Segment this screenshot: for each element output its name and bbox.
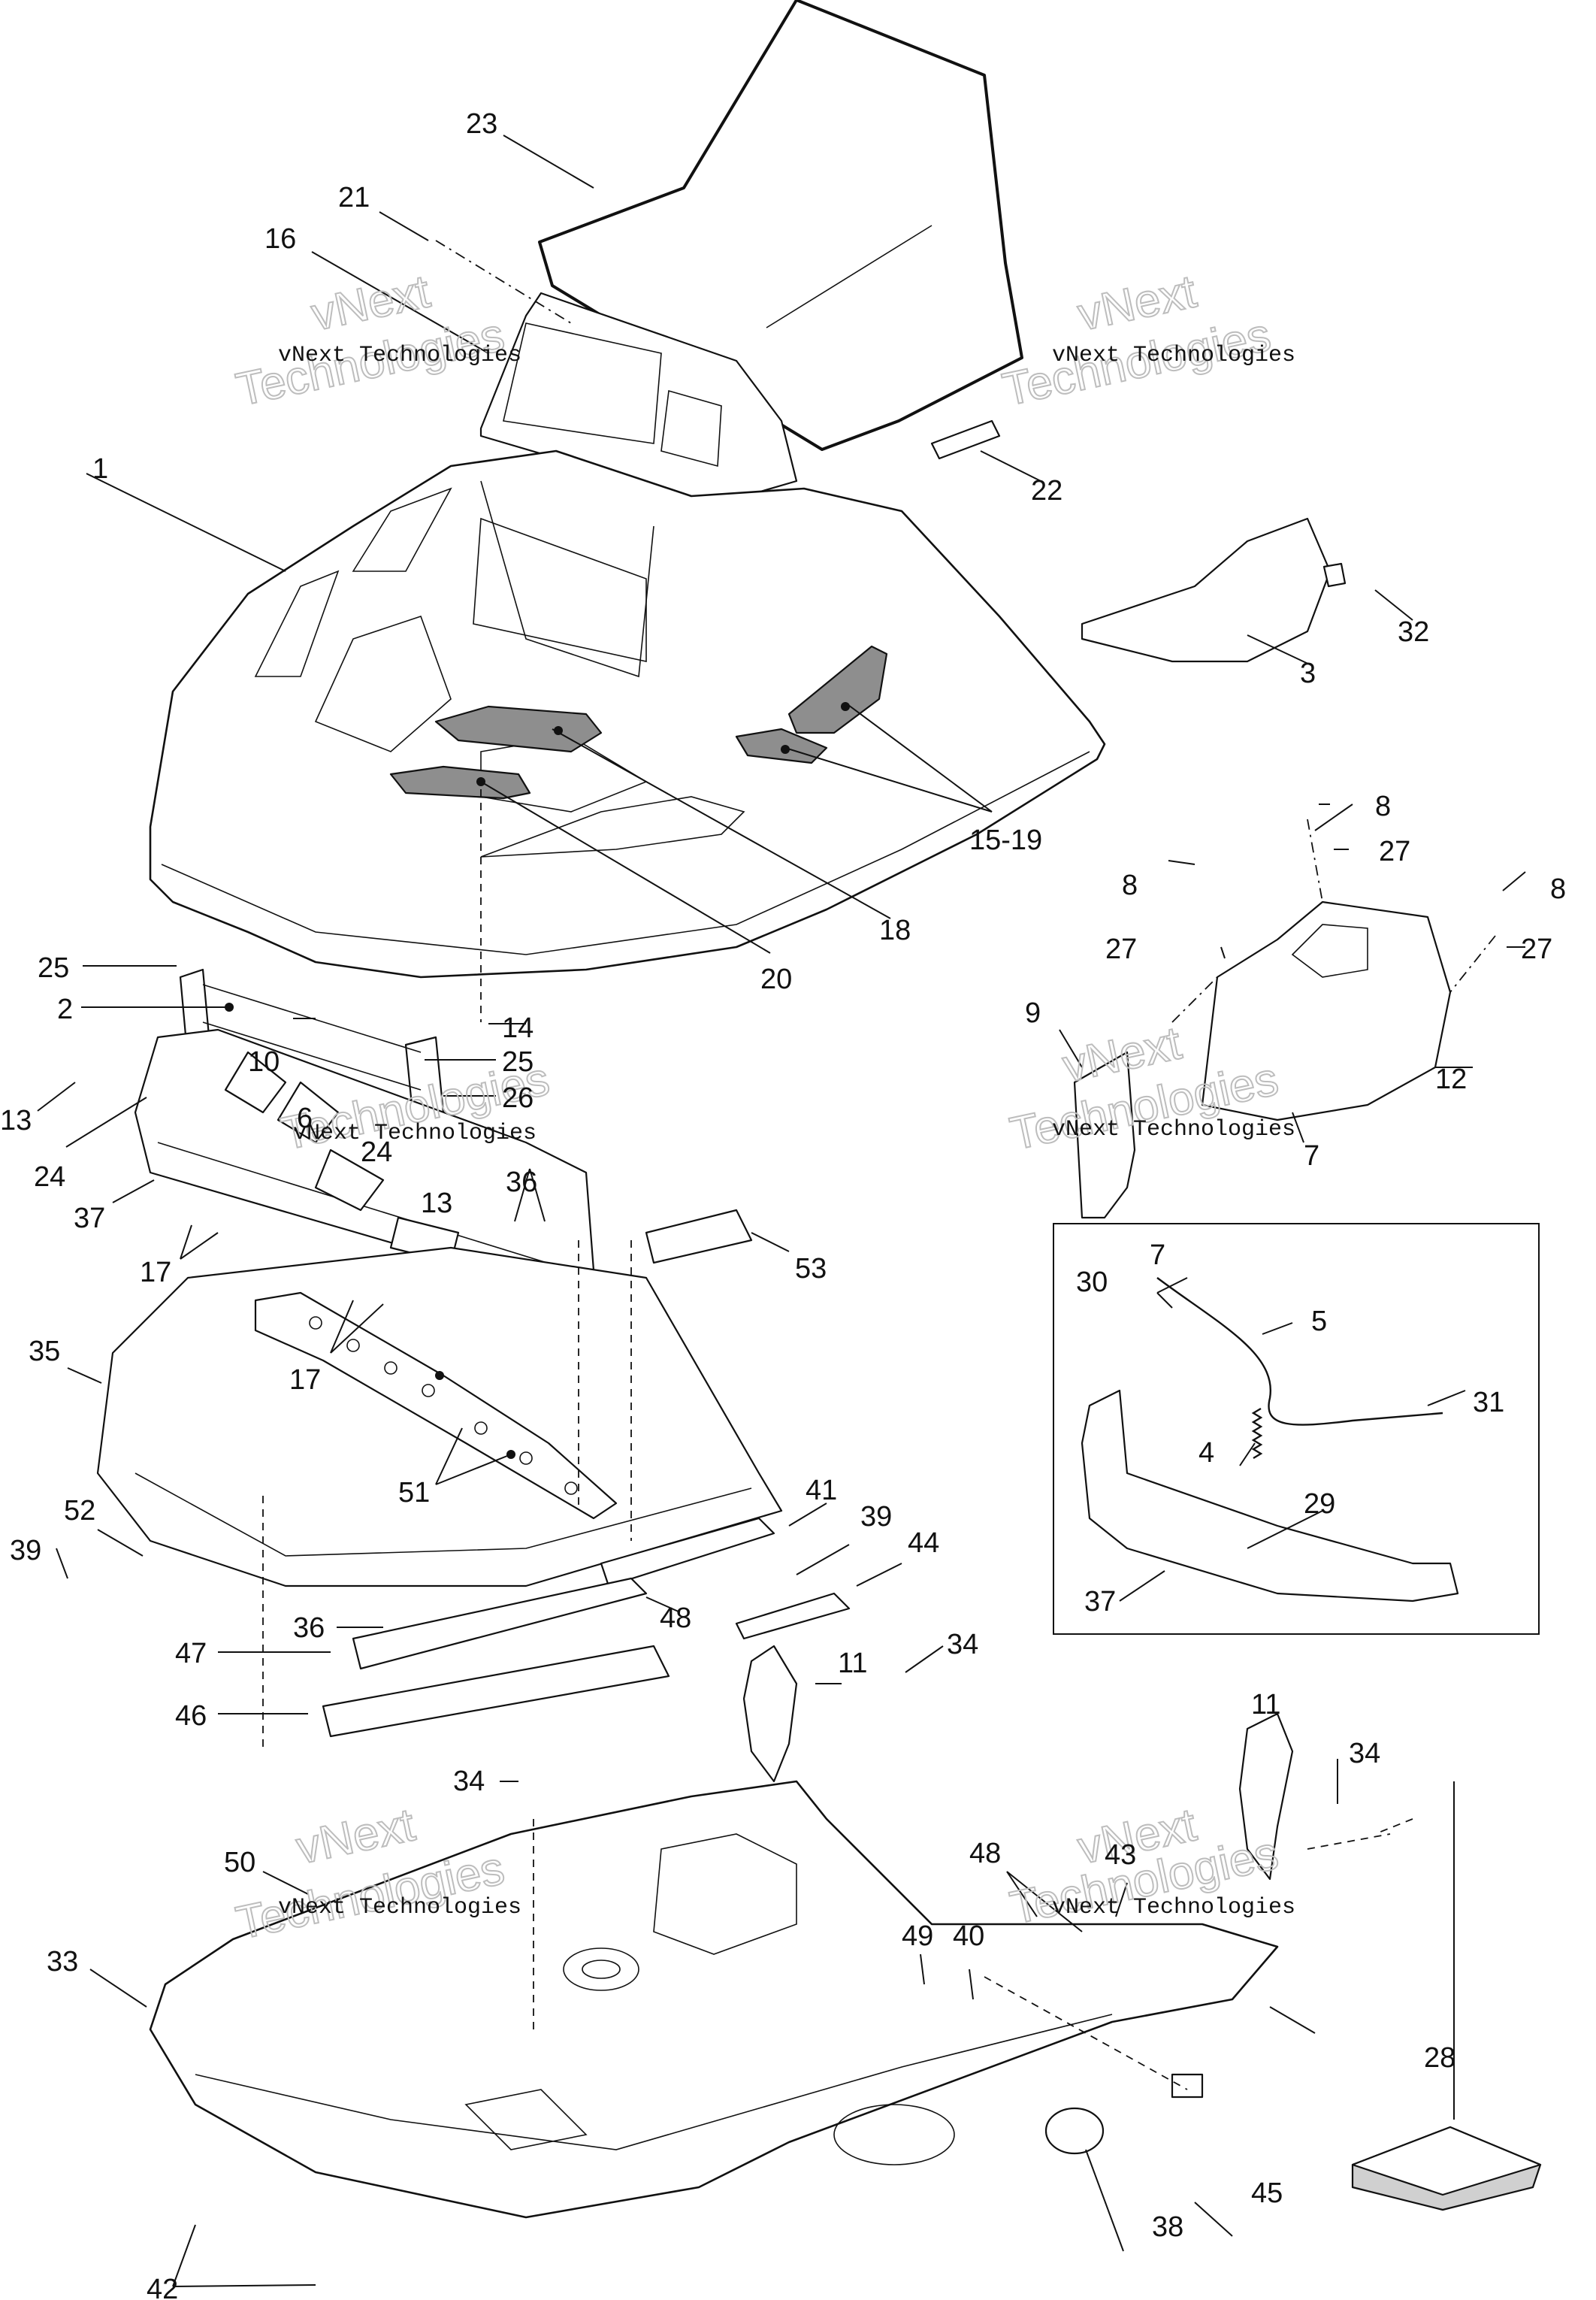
perforated-plate <box>254 1291 618 1520</box>
callout-36: 36 <box>506 1167 537 1198</box>
side-pod <box>1081 517 1332 663</box>
cap-38 <box>1044 2107 1105 2155</box>
callout-2: 2 <box>57 994 73 1025</box>
callout-44: 44 <box>908 1527 939 1559</box>
callout-14: 14 <box>502 1012 534 1044</box>
callout-5: 5 <box>1311 1306 1327 1337</box>
hood <box>149 449 1106 979</box>
bracket-11-left <box>742 1645 798 1783</box>
callout-7: 7 <box>1150 1239 1165 1271</box>
callout-46: 46 <box>175 1700 207 1732</box>
callout-24: 24 <box>361 1136 392 1168</box>
callout-45: 45 <box>1251 2177 1283 2209</box>
callout-53: 53 <box>795 1253 827 1285</box>
rail-47 <box>352 1577 648 1670</box>
callout-labels: 23 21 16 1 22 32 3 15-19 18 20 8 27 8 27… <box>0 108 1566 2300</box>
rail-46 <box>322 1645 670 1738</box>
leader-lines <box>37 135 1526 2287</box>
bottom-pan <box>149 1780 1279 2219</box>
watermark-small: vNext Technologies <box>278 1895 521 1920</box>
callout-32: 32 <box>1398 616 1429 648</box>
callout-27: 27 <box>1521 934 1552 965</box>
callout-40: 40 <box>953 1920 984 1952</box>
callout-20: 20 <box>760 964 792 995</box>
callout-52: 52 <box>64 1495 95 1527</box>
callout-37: 37 <box>74 1203 105 1234</box>
callout-7: 7 <box>1304 1140 1319 1172</box>
callout-11: 11 <box>838 1648 867 1679</box>
callout-42: 42 <box>147 2274 178 2300</box>
callout-51: 51 <box>398 1477 430 1509</box>
watermark-small: vNext Technologies <box>1052 1117 1295 1142</box>
callout-18: 18 <box>879 915 911 946</box>
callout-48: 48 <box>660 1602 691 1634</box>
watermark-small: vNext Technologies <box>1052 1895 1295 1920</box>
callout-29: 29 <box>1304 1488 1335 1520</box>
callout-50: 50 <box>224 1847 255 1878</box>
callout-27: 27 <box>1105 934 1137 965</box>
callout-23: 23 <box>466 108 497 140</box>
callout-28: 28 <box>1424 2042 1455 2074</box>
callout-12: 12 <box>1435 1064 1467 1095</box>
watermark-small: vNext Technologies <box>1052 343 1295 368</box>
inset-box <box>1053 1223 1540 1635</box>
callout-1: 1 <box>92 453 108 485</box>
callout-11: 11 <box>1251 1689 1280 1720</box>
callout-22: 22 <box>1031 475 1062 507</box>
callout-25: 25 <box>38 952 69 984</box>
callout-15-19: 15-19 <box>969 825 1042 856</box>
watermark-small: vNext Technologies <box>293 1121 537 1146</box>
callout-4: 4 <box>1199 1437 1214 1469</box>
callout-36: 36 <box>293 1612 325 1644</box>
callout-47: 47 <box>175 1638 207 1669</box>
callout-39: 39 <box>860 1501 892 1533</box>
callout-37: 37 <box>1084 1586 1116 1618</box>
callout-16: 16 <box>264 223 296 255</box>
callout-34: 34 <box>947 1629 978 1660</box>
parts-art <box>96 0 1542 2219</box>
callout-49: 49 <box>902 1920 933 1952</box>
callout-21: 21 <box>338 182 370 213</box>
callout-6: 6 <box>297 1103 313 1134</box>
callout-43: 43 <box>1105 1839 1136 1871</box>
bracket-11-right <box>1238 1712 1294 1881</box>
callout-9: 9 <box>1025 997 1041 1029</box>
callout-8: 8 <box>1375 791 1391 822</box>
callout-27: 27 <box>1379 836 1410 867</box>
watermark-small: vNext Technologies <box>278 343 521 368</box>
callout-24: 24 <box>34 1161 65 1193</box>
engine-cover <box>1201 900 1452 1121</box>
callout-8: 8 <box>1550 873 1566 905</box>
callout-39: 39 <box>10 1535 41 1566</box>
callout-13: 13 <box>421 1188 452 1219</box>
callout-34: 34 <box>453 1766 485 1797</box>
callout-38: 38 <box>1152 2211 1183 2243</box>
callout-13: 13 <box>0 1105 32 1136</box>
callout-17: 17 <box>140 1257 171 1288</box>
callout-31: 31 <box>1473 1387 1504 1418</box>
bracket-9 <box>1073 1051 1136 1219</box>
callout-30: 30 <box>1076 1267 1108 1298</box>
callout-26: 26 <box>502 1082 534 1114</box>
callout-dots <box>225 702 850 1459</box>
callout-33: 33 <box>47 1946 78 1978</box>
callout-48: 48 <box>969 1838 1001 1869</box>
callout-25: 25 <box>502 1046 534 1078</box>
callout-3: 3 <box>1300 658 1316 689</box>
callout-34: 34 <box>1349 1738 1380 1769</box>
assembly-dashes <box>262 240 1496 2090</box>
callout-35: 35 <box>29 1336 60 1367</box>
callout-41: 41 <box>806 1475 837 1506</box>
callout-8: 8 <box>1122 870 1138 901</box>
callout-10: 10 <box>248 1046 280 1078</box>
callout-17: 17 <box>289 1364 321 1396</box>
